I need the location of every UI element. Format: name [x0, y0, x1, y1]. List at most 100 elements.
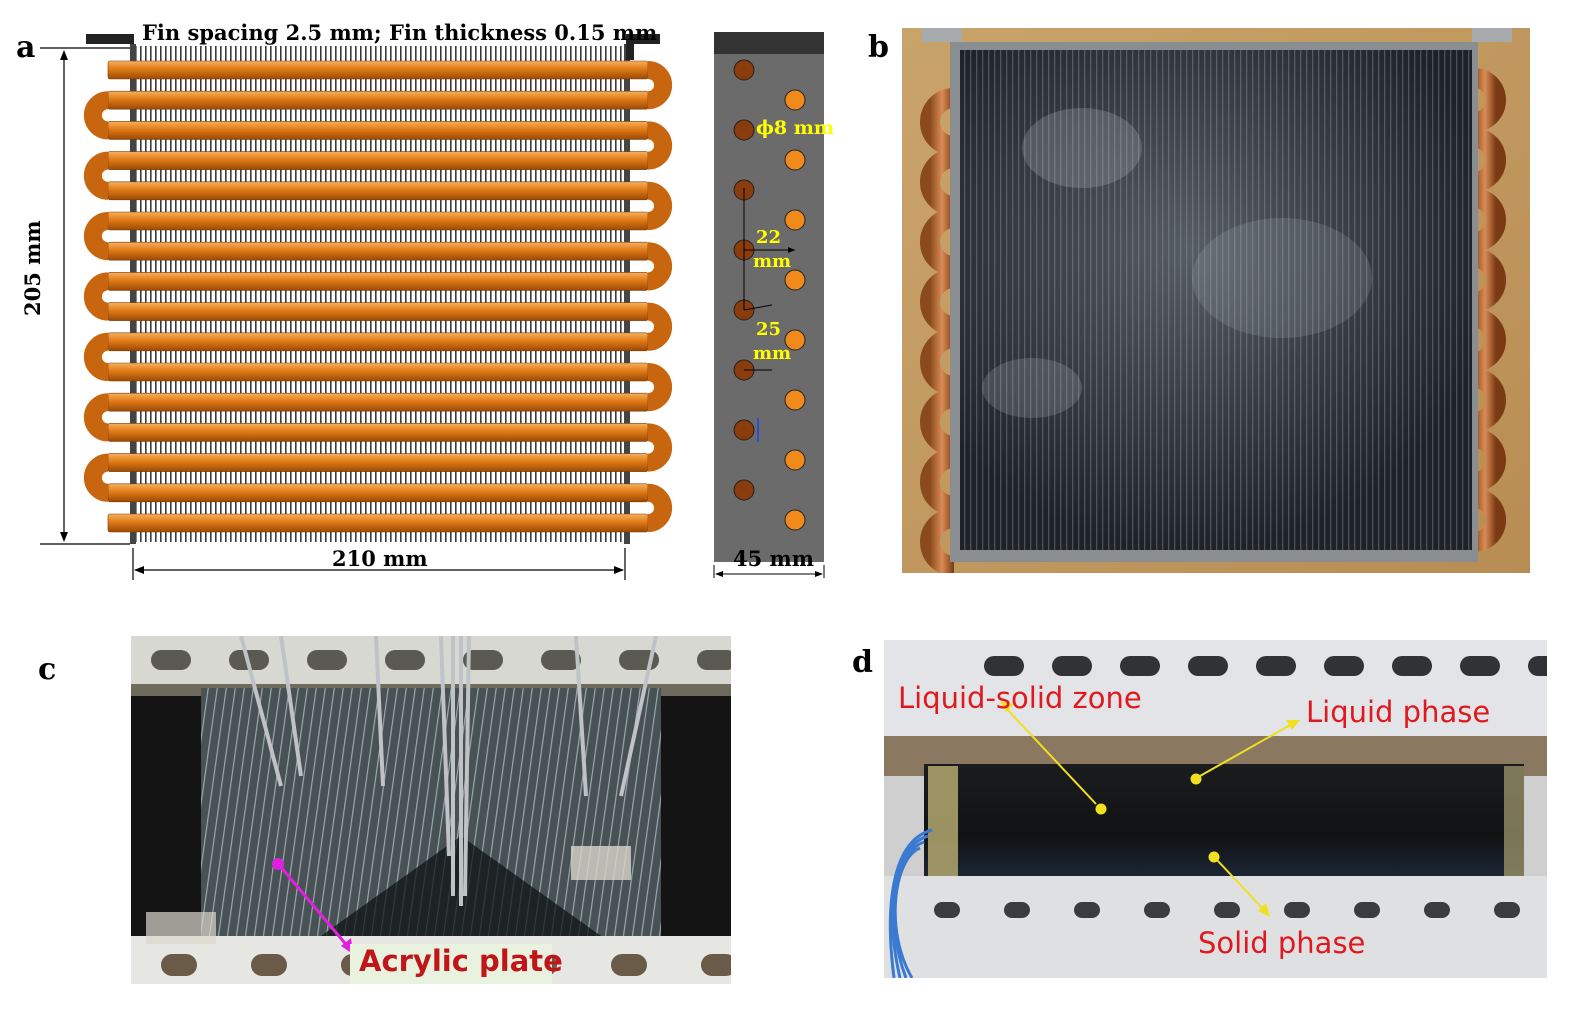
- shelf-slot: [1528, 656, 1547, 676]
- tube-bend: [647, 363, 673, 412]
- tube-bend: [647, 61, 673, 110]
- shelf-slot: [1284, 902, 1310, 918]
- shelf-slot: [541, 650, 581, 670]
- shelf-slot: [701, 954, 731, 976]
- right-bracket: [626, 34, 660, 60]
- copper-bend: [1473, 488, 1506, 552]
- acrylic-plate-callout: Acrylic plate: [359, 944, 563, 978]
- tube-bend: [647, 181, 673, 230]
- shelf-slot: [307, 650, 347, 670]
- tube-pass: [107, 453, 649, 472]
- tube-hole-front: [784, 449, 806, 471]
- tube-pass: [107, 272, 649, 291]
- shelf-slot: [151, 650, 191, 670]
- shelf-slot: [934, 902, 960, 918]
- height-dimension-label: 205 mm: [20, 220, 45, 316]
- panel-label-a: a: [16, 30, 36, 65]
- probe: [574, 636, 588, 797]
- copper-bend: [920, 508, 955, 573]
- tube-pass: [107, 181, 649, 201]
- tube-pass: [107, 121, 649, 140]
- tube-hole-front: [784, 389, 806, 411]
- left-side-plate: [130, 44, 136, 544]
- panel-label-b: b: [868, 30, 889, 65]
- shelf-slot: [1256, 656, 1296, 676]
- shelf-slot: [1324, 656, 1364, 676]
- liquid-phase-callout: Liquid phase: [1306, 695, 1491, 729]
- side-view-drawing: [713, 32, 825, 578]
- shelf-slot: [1214, 902, 1240, 918]
- horizontal-spacing-value: 22: [756, 227, 782, 248]
- panel-label-c: c: [38, 652, 57, 687]
- liquid-solid-zone-callout: Liquid-solid zone: [898, 681, 1142, 715]
- copper-bend: [920, 88, 955, 156]
- solid-phase-callout: Solid phase: [1198, 926, 1366, 960]
- tube-pass: [107, 392, 649, 412]
- heat-exchanger-drawing: [40, 34, 673, 580]
- shelf-slot: [1392, 656, 1432, 676]
- shelf-slot: [1494, 902, 1520, 918]
- width-dimension-label: 210 mm: [332, 546, 428, 571]
- probe: [239, 636, 283, 787]
- callout-background: [350, 944, 552, 984]
- wire: [893, 846, 921, 978]
- vertical-spacing-value: 25: [756, 319, 782, 340]
- tube-pass: [107, 60, 649, 80]
- wire: [888, 828, 933, 978]
- tube-hole-front: [784, 269, 806, 291]
- photo-pcm-heat-exchanger: [902, 28, 1530, 573]
- depth-dimension-label: 45 mm: [733, 546, 814, 571]
- shelf-slot: [1074, 902, 1100, 918]
- horizontal-spacing-unit: mm: [753, 251, 792, 272]
- left-bracket: [86, 34, 134, 44]
- probe: [374, 636, 385, 787]
- tube-pass: [107, 151, 649, 170]
- fin-spec-label: Fin spacing 2.5 mm; Fin thickness 0.15 m…: [142, 20, 658, 45]
- probe: [463, 636, 471, 897]
- tube-pass: [107, 241, 649, 261]
- shelf-slot: [1052, 656, 1092, 676]
- tube-pass: [107, 483, 649, 503]
- tube-bend: [647, 483, 673, 532]
- copper-bend: [1473, 68, 1506, 132]
- probe: [439, 636, 451, 857]
- vertical-spacing-unit: mm: [753, 343, 792, 364]
- tube-hole-front: [784, 89, 806, 111]
- tube-bend: [647, 242, 673, 291]
- tube-hole-front: [784, 149, 806, 171]
- tube-hole-front: [784, 509, 806, 531]
- probe: [279, 636, 303, 777]
- tube-hole-back: [733, 419, 755, 441]
- shelf-slot: [1144, 902, 1170, 918]
- shelf-slot: [251, 954, 287, 976]
- copper-bend: [1473, 308, 1506, 372]
- copper-bend: [1473, 248, 1506, 312]
- shelf-slot: [697, 650, 731, 670]
- copper-bend: [920, 208, 955, 276]
- tube-bend: [83, 151, 109, 200]
- copper-bend: [920, 328, 955, 396]
- tube-pass: [107, 513, 649, 533]
- shelf-slot: [1004, 902, 1030, 918]
- right-side-plate: [624, 44, 630, 544]
- shelf-slot: [1424, 902, 1450, 918]
- thermocouple-wires: [888, 828, 933, 978]
- copper-bend: [1473, 188, 1506, 252]
- tube-pass: [107, 90, 649, 110]
- photo-phase-zones: [884, 640, 1547, 978]
- tube-bend: [83, 272, 109, 321]
- shelf-slot: [385, 650, 425, 670]
- photo-acrylic-plate-setup: [131, 636, 731, 984]
- tube-bend: [647, 121, 673, 170]
- tube-hole-front: [784, 209, 806, 231]
- tube-bend: [83, 332, 109, 381]
- tube-pass: [107, 211, 649, 231]
- tube-bend: [647, 302, 673, 351]
- shelf-slot: [161, 954, 197, 976]
- tube-hole-back: [733, 119, 755, 141]
- shelf-slot: [463, 650, 503, 670]
- panel-label-d: d: [852, 645, 873, 680]
- shelf-slot: [1120, 656, 1160, 676]
- copper-tube-passes: [83, 60, 673, 533]
- shelf-slot: [1354, 902, 1380, 918]
